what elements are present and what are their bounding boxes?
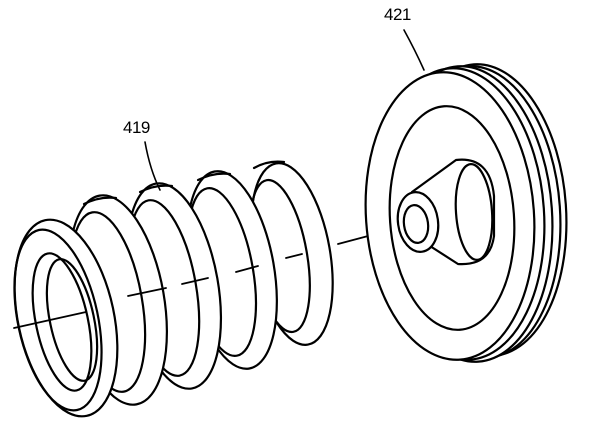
spring-end-ring <box>13 218 119 418</box>
coil-spring <box>13 160 334 418</box>
leader-line-421 <box>403 29 425 71</box>
leader-line-419 <box>144 141 161 191</box>
callout-label-spring: 419 <box>123 118 150 137</box>
pulley <box>364 63 568 363</box>
center-axis-line <box>13 225 407 329</box>
callout-label-pulley: 421 <box>384 5 411 24</box>
